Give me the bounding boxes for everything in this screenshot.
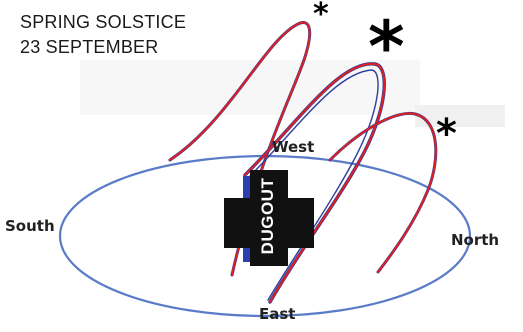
direction-label-west: West [272, 138, 314, 156]
asterisk-marker-large: * [368, 12, 405, 82]
direction-label-east: East [259, 305, 295, 323]
title-line-2: 23 SEPTEMBER [20, 37, 158, 58]
direction-label-south: South [5, 217, 55, 235]
dugout-label: DUGOUT [258, 178, 278, 255]
direction-label-north: North [451, 231, 499, 249]
asterisk-marker-small: * [313, 0, 329, 30]
sun-path-right [330, 113, 436, 272]
asterisk-marker-medium: * [436, 114, 457, 154]
title-line-1: SPRING SOLSTICE [20, 12, 186, 33]
